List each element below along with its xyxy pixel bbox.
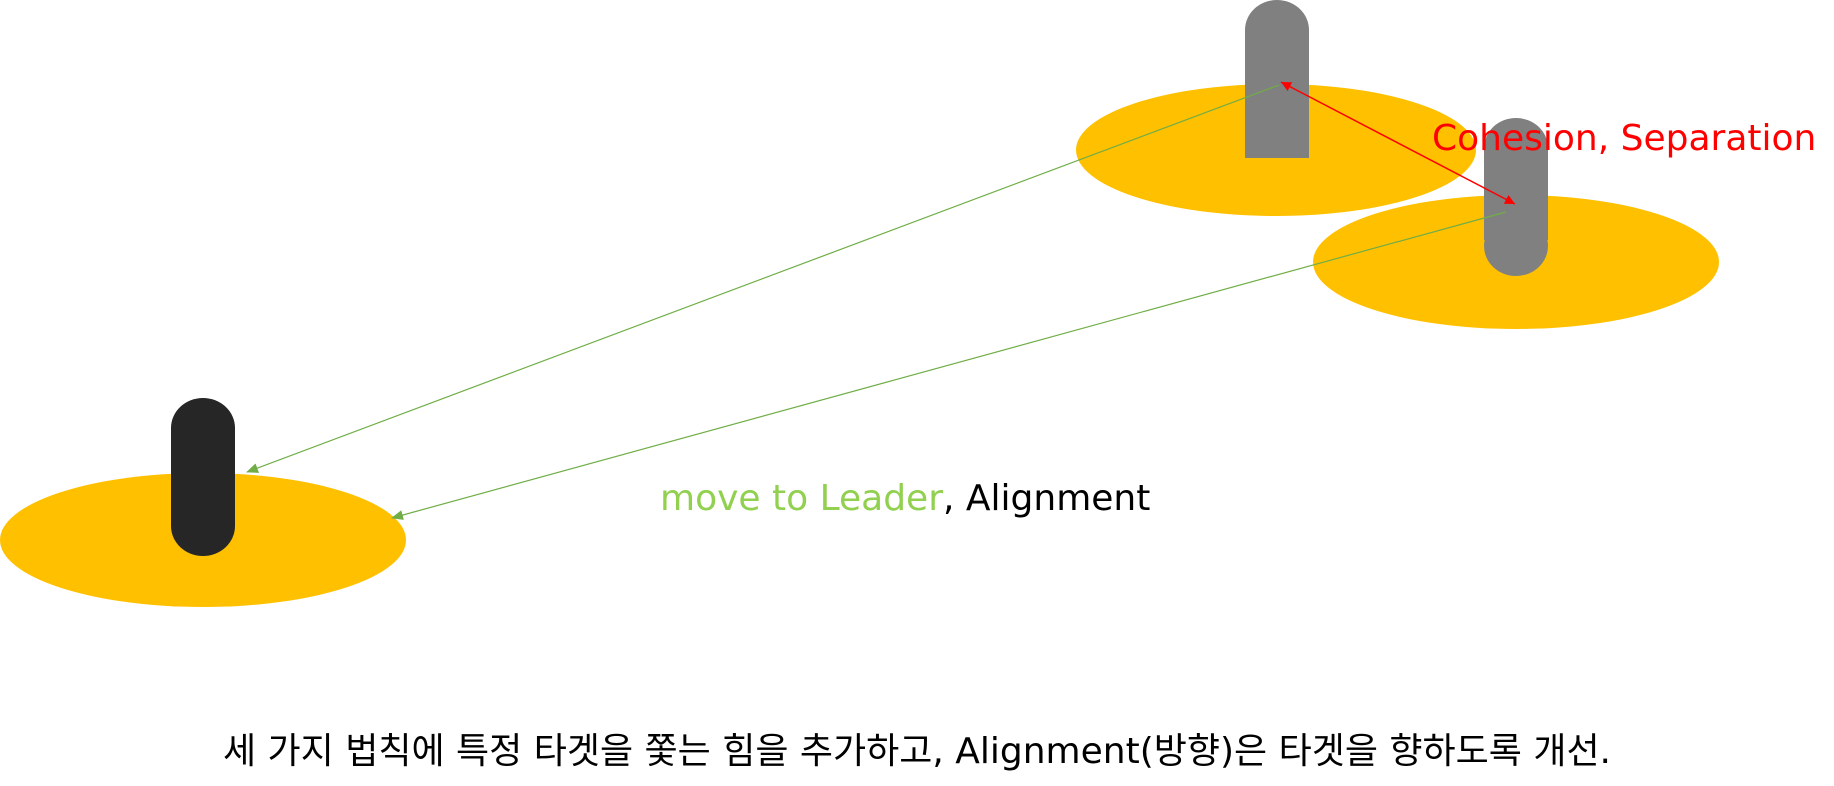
follower1-agent: [1245, 0, 1309, 158]
cohesion-separation-label: Cohesion, Separation: [1432, 118, 1816, 159]
follower2-to-leader-arrow: [391, 211, 1507, 520]
caption: 세 가지 법칙에 특정 타겟을 쫓는 힘을 추가하고, Alignment(방향…: [222, 731, 1612, 772]
leader-agent: [171, 398, 235, 556]
cohesion-separation-text: Cohesion, Separation: [1432, 118, 1817, 159]
cohesion-separation-arrow: [1280, 81, 1516, 205]
leader-alignment-label: move to Leader, Alignment: [660, 478, 1150, 519]
follower1-to-leader-arrow: [246, 84, 1280, 473]
alignment-text: , Alignment: [943, 478, 1151, 519]
move-to-leader-text: move to Leader: [660, 478, 944, 519]
